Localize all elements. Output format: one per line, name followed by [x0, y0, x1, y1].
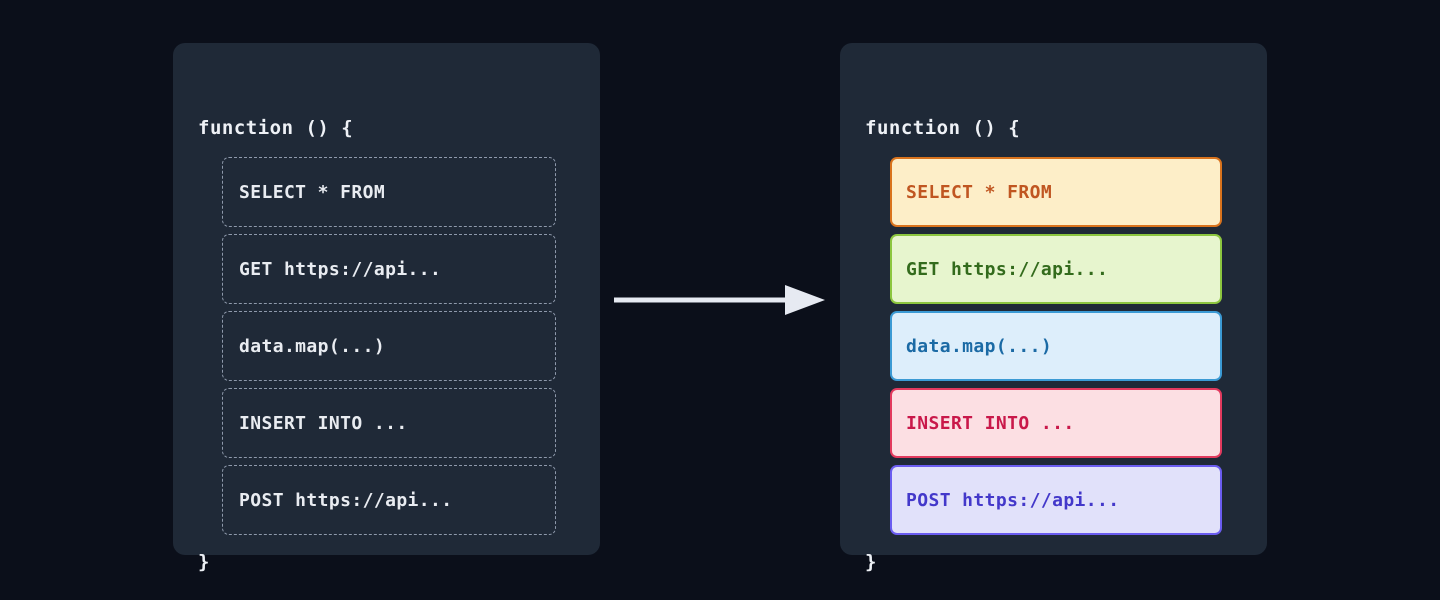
statement-row[interactable]: POST https://api...: [890, 465, 1222, 535]
statement-row[interactable]: SELECT * FROM: [222, 157, 556, 227]
function-open-brace: function () {: [198, 117, 354, 139]
function-close-brace: }: [865, 551, 877, 573]
statement-label: INSERT INTO ...: [906, 412, 1075, 434]
flow-arrow-right: [612, 283, 827, 317]
statement-label: INSERT INTO ...: [239, 412, 408, 434]
function-close-brace: }: [198, 551, 210, 573]
function-open-brace: function () {: [865, 117, 1021, 139]
statement-row[interactable]: POST https://api...: [222, 465, 556, 535]
statement-row[interactable]: INSERT INTO ...: [222, 388, 556, 458]
statement-row[interactable]: SELECT * FROM: [890, 157, 1222, 227]
statement-label: GET https://api...: [239, 258, 442, 280]
statement-row[interactable]: INSERT INTO ...: [890, 388, 1222, 458]
statement-label: data.map(...): [239, 335, 386, 357]
statement-label: GET https://api...: [906, 258, 1109, 280]
code-panel-after: function () { SELECT * FROM GET https://a…: [840, 43, 1267, 573]
statement-row[interactable]: data.map(...): [890, 311, 1222, 381]
statement-list-after: SELECT * FROM GET https://api... data.map(…: [840, 114, 1267, 555]
statement-label: POST https://api...: [906, 489, 1120, 511]
statement-row[interactable]: GET https://api...: [222, 234, 556, 304]
statement-row[interactable]: GET https://api...: [890, 234, 1222, 304]
statement-label: POST https://api...: [239, 489, 453, 511]
code-panel-before: function () { SELECT * FROM GET https://a…: [173, 43, 600, 573]
statement-label: SELECT * FROM: [906, 181, 1053, 203]
statement-row[interactable]: data.map(...): [222, 311, 556, 381]
statement-label: data.map(...): [906, 335, 1053, 357]
statement-list-before: SELECT * FROM GET https://api... data.map(…: [173, 114, 600, 555]
statement-label: SELECT * FROM: [239, 181, 386, 203]
